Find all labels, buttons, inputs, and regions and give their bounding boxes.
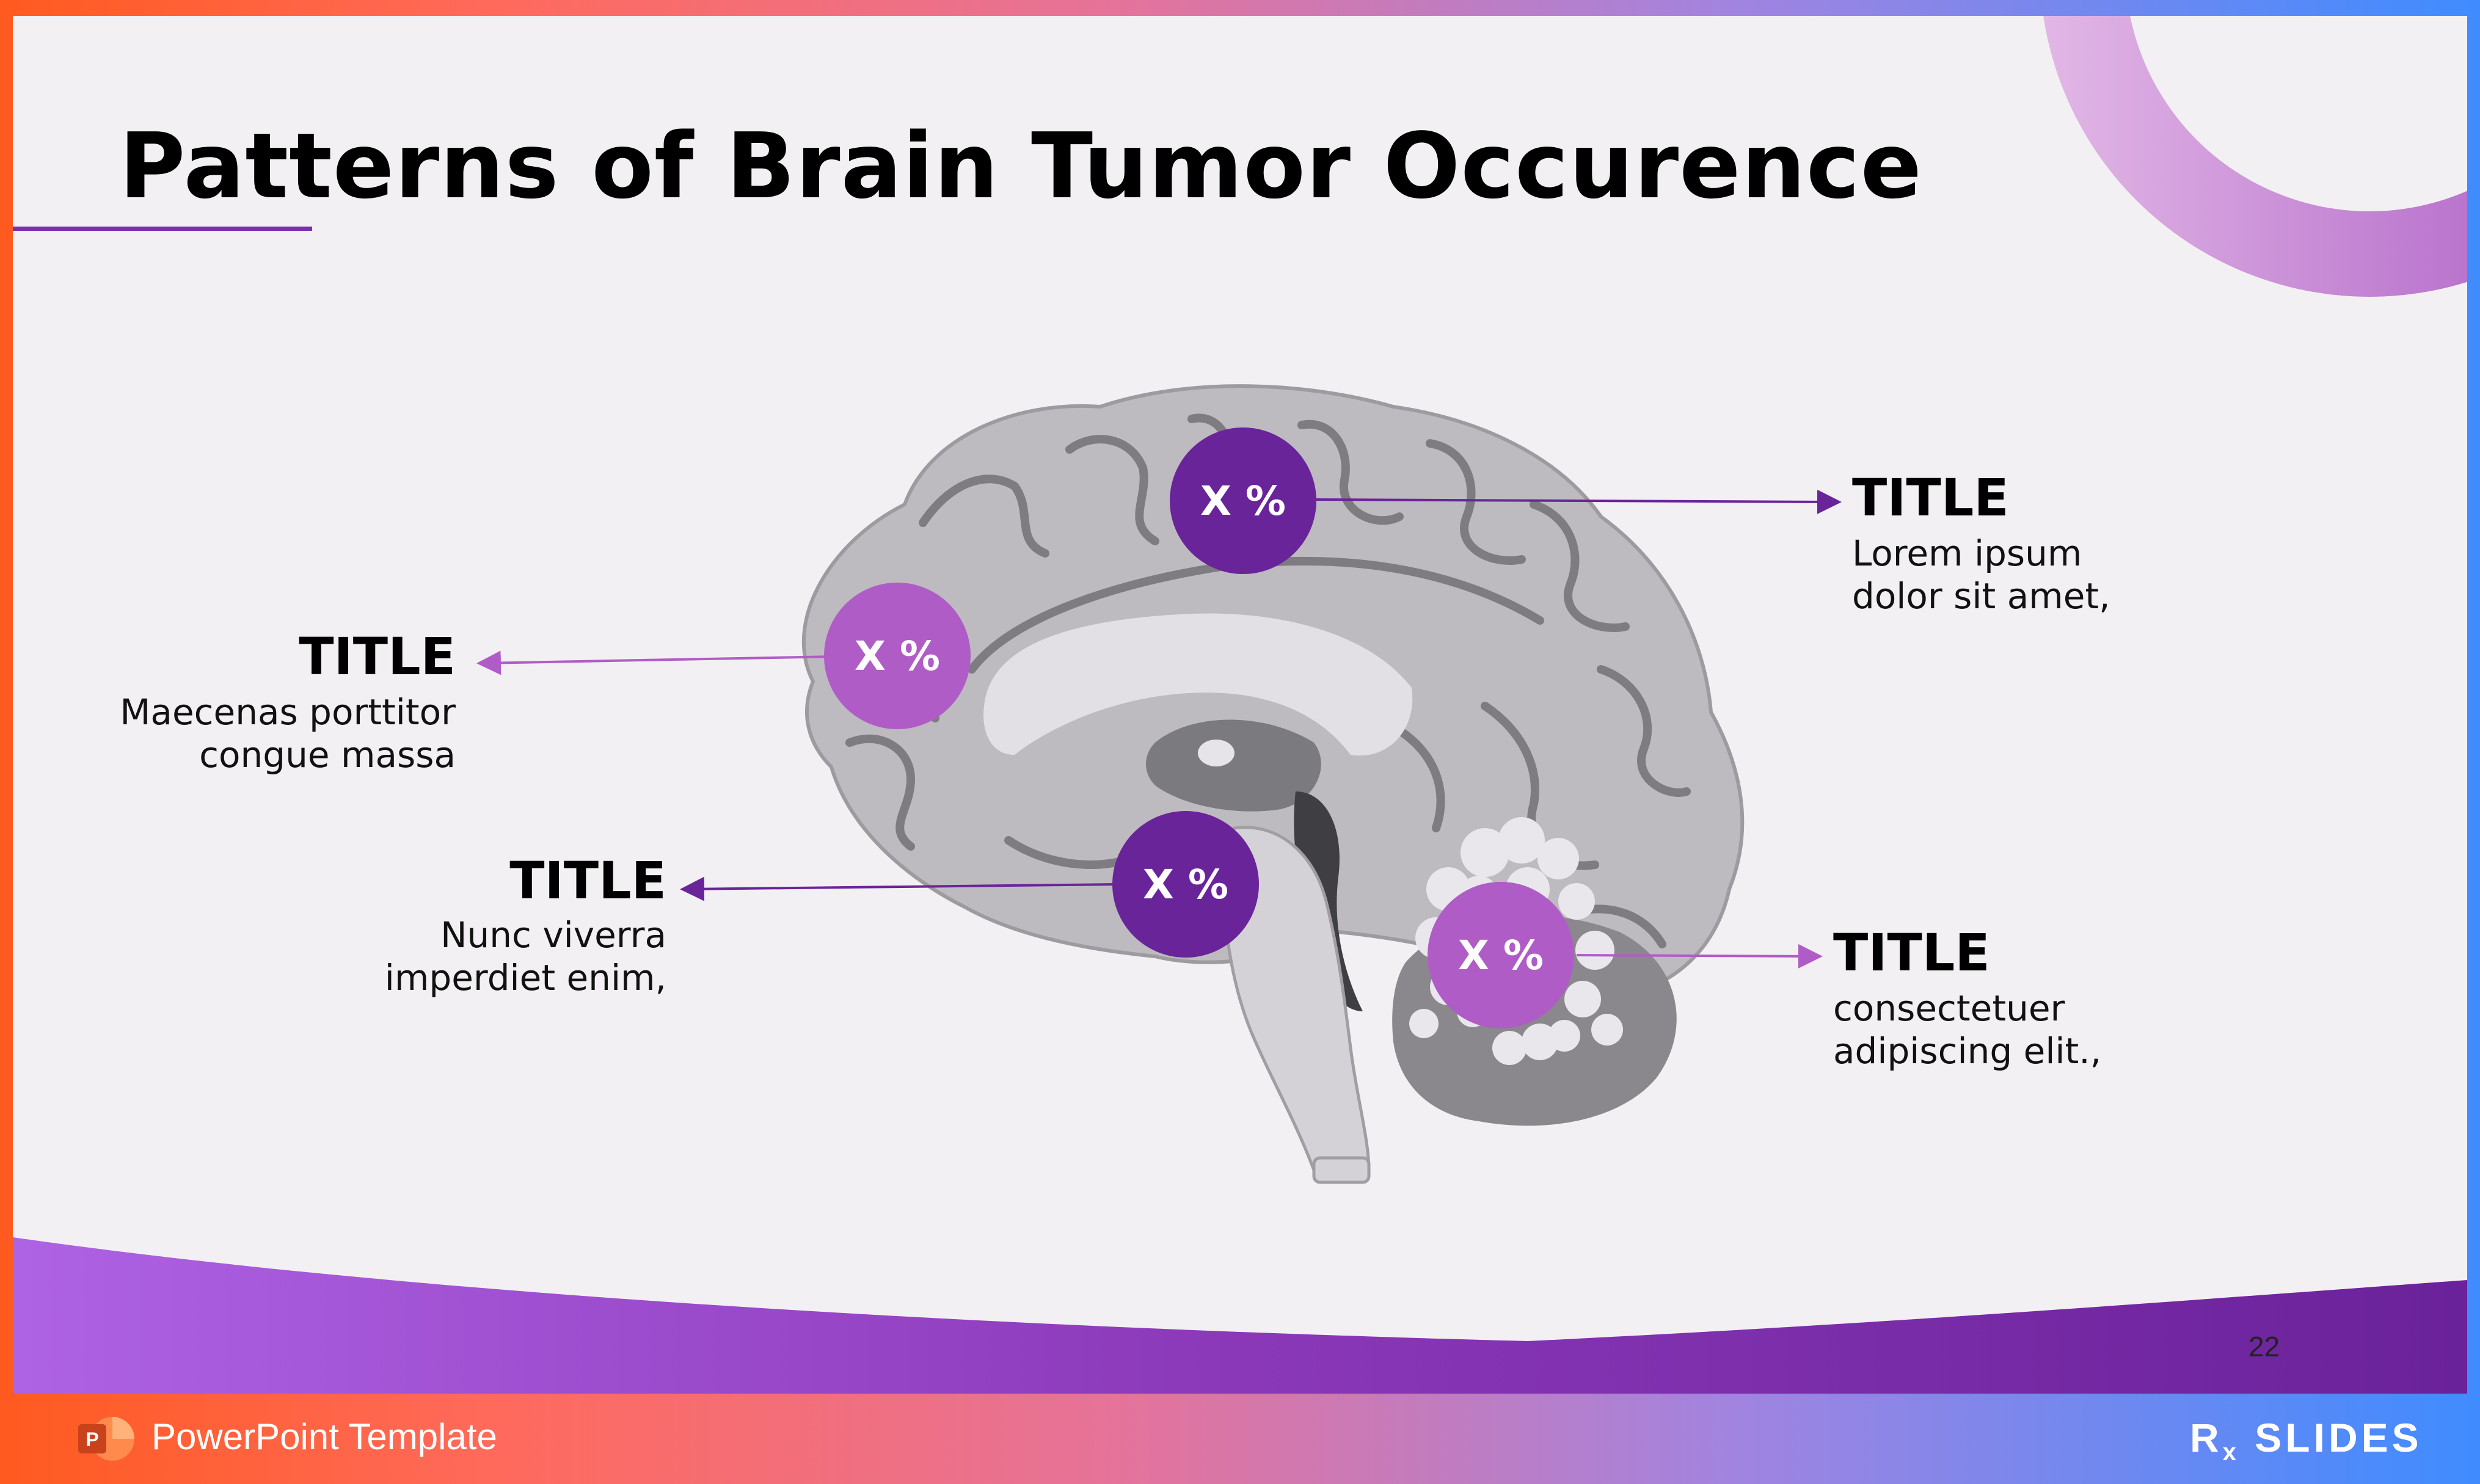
- svg-text:P: P: [86, 1428, 98, 1450]
- marker-left-value: X %: [855, 633, 940, 680]
- label-bottom-right-line2: adipiscing elit.,: [1833, 1030, 2101, 1072]
- marker-center-value: X %: [1143, 861, 1228, 908]
- marker-right-value: X %: [1458, 932, 1544, 979]
- label-top-right-desc: Lorem ipsum dolor sit amet,: [1852, 532, 2110, 617]
- label-lower-left-title: TITLE: [509, 851, 666, 911]
- footer-template-label: PowerPoint Template: [151, 1416, 497, 1458]
- label-left-line2: congue massa: [120, 733, 456, 776]
- rxslides-logo: Rx SLIDES: [2190, 1414, 2423, 1466]
- marker-top: X %: [1170, 427, 1316, 574]
- slide-title: Patterns of Brain Tumor Occurence: [119, 114, 1922, 219]
- brand-name: SLIDES: [2255, 1415, 2422, 1460]
- marker-top-value: X %: [1200, 478, 1286, 525]
- powerpoint-icon: P: [76, 1416, 134, 1462]
- label-left-line1: Maecenas porttitor: [120, 691, 456, 733]
- label-top-right-title: TITLE: [1852, 468, 2009, 528]
- title-underline: [13, 227, 312, 231]
- label-top-right-line1: Lorem ipsum: [1852, 532, 2110, 575]
- brand-prefix: R: [2190, 1415, 2223, 1460]
- label-bottom-right-title: TITLE: [1833, 923, 1990, 983]
- label-left-desc: Maecenas porttitor congue massa: [120, 691, 456, 776]
- bottom-wave: [13, 1231, 2467, 1394]
- marker-right: X %: [1428, 882, 1574, 1028]
- label-top-right-line2: dolor sit amet,: [1852, 575, 2110, 617]
- page-number: 22: [2248, 1330, 2280, 1363]
- label-lower-left-desc: Nunc viverra imperdiet enim,: [385, 914, 666, 999]
- marker-left: X %: [824, 583, 971, 729]
- marker-center: X %: [1112, 811, 1259, 958]
- slide-canvas: Patterns of Brain Tumor Occurence: [13, 16, 2467, 1394]
- label-bottom-right-line1: consectetuer: [1833, 987, 2101, 1030]
- decorative-ring: [2040, 16, 2467, 297]
- label-left-title: TITLE: [299, 627, 456, 686]
- label-bottom-right-desc: consectetuer adipiscing elit.,: [1833, 987, 2101, 1072]
- label-lower-left-line1: Nunc viverra: [385, 914, 666, 956]
- label-lower-left-line2: imperdiet enim,: [385, 956, 666, 999]
